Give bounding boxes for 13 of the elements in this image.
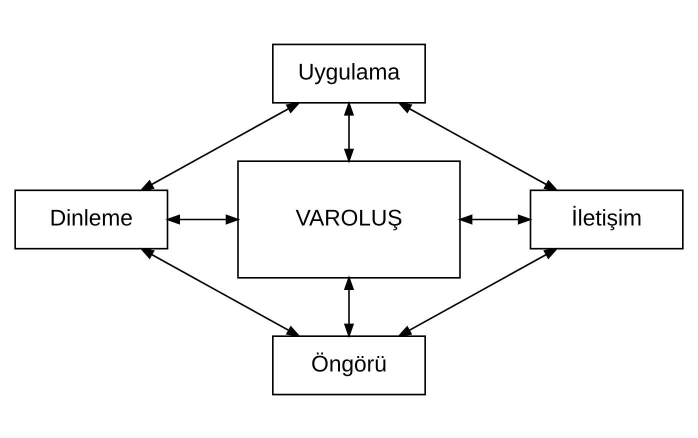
- node-box: VAROLUŞ: [237, 160, 461, 278]
- arrow: [344, 274, 354, 338]
- arrow: [139, 247, 301, 337]
- arrow: [165, 214, 240, 224]
- node-box: İletişim: [530, 189, 684, 249]
- arrow: [139, 101, 301, 191]
- node-box: Öngörü: [272, 334, 426, 395]
- arrow: [397, 101, 559, 191]
- node-box: Uygulama: [272, 43, 426, 104]
- arrow: [458, 214, 532, 224]
- arrow: [344, 100, 354, 163]
- arrow: [397, 247, 559, 337]
- node-box: Dinleme: [14, 189, 168, 249]
